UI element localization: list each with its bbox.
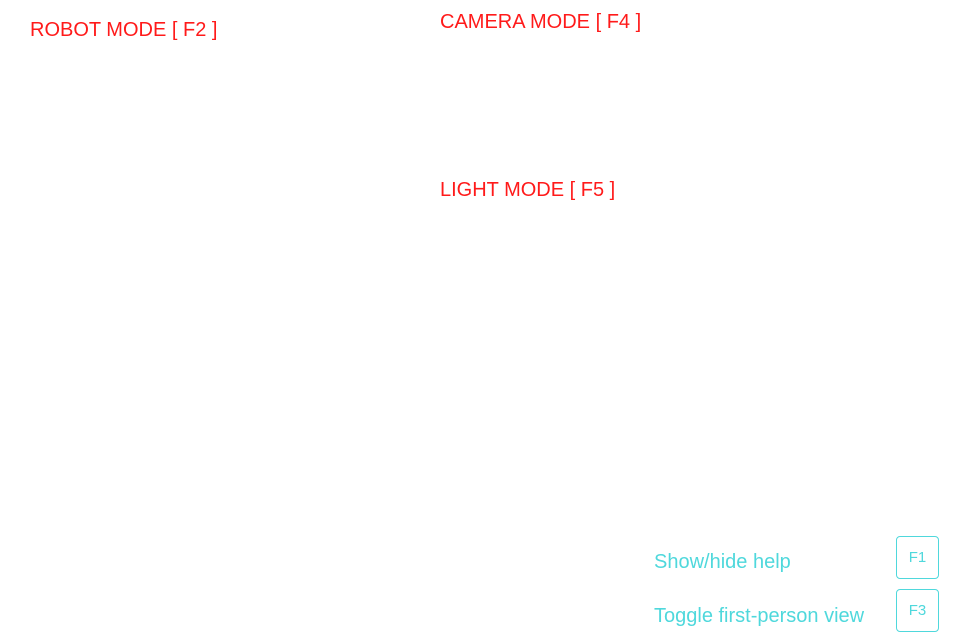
robot-mode-label: ROBOT MODE [ F2 ] — [30, 19, 218, 41]
light-mode-label: LIGHT MODE [ F5 ] — [440, 179, 616, 201]
help-row-show-hide: Show/hide help F1 — [654, 536, 944, 582]
help-row-first-person: Toggle first-person view F3 — [654, 589, 944, 635]
f3-key-button[interactable]: F3 — [896, 589, 939, 632]
help-text-first-person: Toggle first-person view — [654, 605, 865, 627]
camera-mode-label: CAMERA MODE [ F4 ] — [440, 11, 642, 33]
f1-key-button[interactable]: F1 — [896, 536, 939, 579]
help-text-show-hide: Show/hide help — [654, 551, 791, 573]
